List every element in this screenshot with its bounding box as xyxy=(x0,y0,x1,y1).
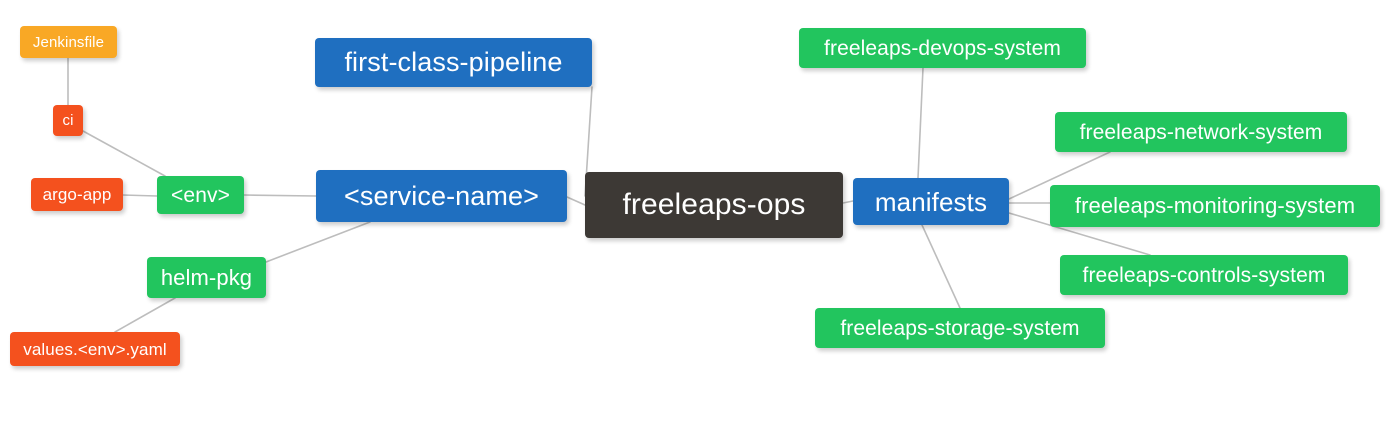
edge-manifests-to-freeleaps-devops-system xyxy=(917,67,924,179)
edge-env-to-argo-app xyxy=(122,194,158,197)
node-jenkinsfile[interactable]: Jenkinsfile xyxy=(20,26,117,58)
node-label-freeleaps-monitoring-system: freeleaps-monitoring-system xyxy=(1074,193,1356,218)
node-label-freeleaps-controls-system: freeleaps-controls-system xyxy=(1082,263,1326,287)
node-helm-pkg[interactable]: helm-pkg xyxy=(147,257,266,298)
node-manifests[interactable]: manifests xyxy=(853,178,1009,225)
edge-service-name-to-helm-pkg xyxy=(265,221,371,263)
edge-service-name-to-env xyxy=(243,194,317,197)
node-label-freeleaps-storage-system: freeleaps-storage-system xyxy=(840,316,1080,340)
edge-env-to-ci xyxy=(82,130,166,177)
node-label-service-name: <service-name> xyxy=(344,180,539,211)
node-first-class-pipeline[interactable]: first-class-pipeline xyxy=(315,38,592,87)
node-freeleaps-network-system[interactable]: freeleaps-network-system xyxy=(1055,112,1347,152)
node-label-values-yaml: values.<env>.yaml xyxy=(23,339,167,359)
node-ci[interactable]: ci xyxy=(53,105,83,136)
node-label-manifests: manifests xyxy=(874,186,988,217)
edge-freeleaps-ops-to-service-name xyxy=(566,196,586,206)
node-label-jenkinsfile: Jenkinsfile xyxy=(32,33,105,51)
node-argo-app[interactable]: argo-app xyxy=(31,178,123,211)
node-label-argo-app: argo-app xyxy=(42,185,112,204)
edge-manifests-to-freeleaps-storage-system xyxy=(921,224,961,309)
node-label-freeleaps-devops-system: freeleaps-devops-system xyxy=(824,36,1061,60)
node-label-ci: ci xyxy=(62,112,74,129)
node-freeleaps-ops[interactable]: freeleaps-ops xyxy=(585,172,843,238)
node-label-freeleaps-ops: freeleaps-ops xyxy=(622,188,806,221)
node-freeleaps-monitoring-system[interactable]: freeleaps-monitoring-system xyxy=(1050,185,1380,227)
node-freeleaps-devops-system[interactable]: freeleaps-devops-system xyxy=(799,28,1086,68)
node-label-freeleaps-network-system: freeleaps-network-system xyxy=(1079,120,1323,144)
node-values-yaml[interactable]: values.<env>.yaml xyxy=(10,332,180,366)
node-label-first-class-pipeline: first-class-pipeline xyxy=(344,47,563,77)
edge-helm-pkg-to-values-yaml xyxy=(114,297,176,333)
node-label-helm-pkg: helm-pkg xyxy=(160,264,253,290)
node-freeleaps-storage-system[interactable]: freeleaps-storage-system xyxy=(815,308,1105,348)
edge-freeleaps-ops-to-manifests xyxy=(842,200,854,204)
node-env[interactable]: <env> xyxy=(157,176,244,214)
node-freeleaps-controls-system[interactable]: freeleaps-controls-system xyxy=(1060,255,1348,295)
node-service-name[interactable]: <service-name> xyxy=(316,170,567,222)
node-label-env: <env> xyxy=(171,183,230,207)
